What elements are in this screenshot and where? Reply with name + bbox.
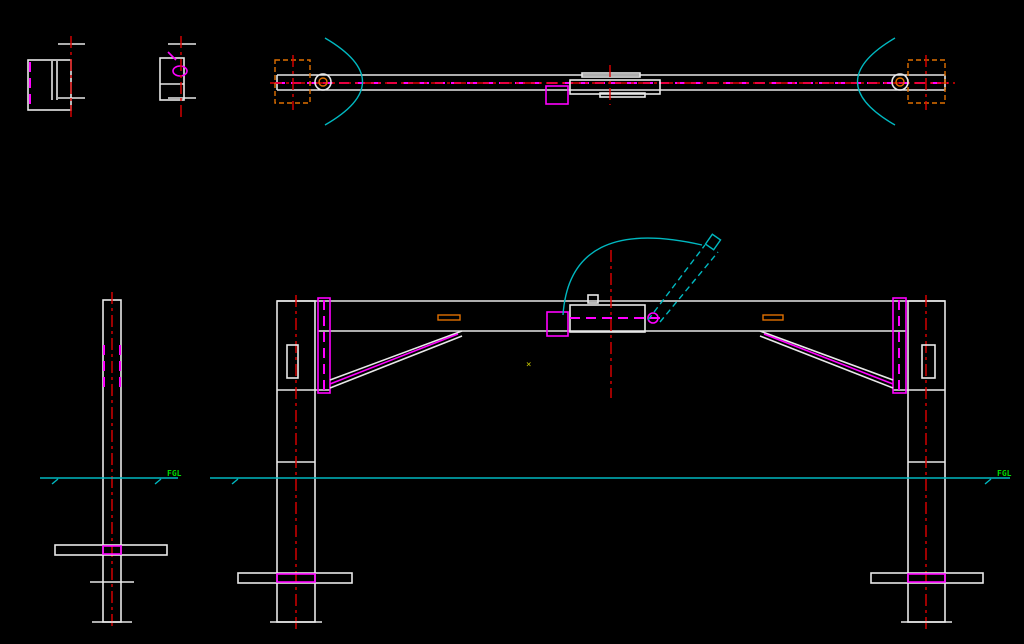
section-detail-a-line bbox=[27, 59, 72, 111]
plan-view-line bbox=[318, 77, 328, 87]
ground-line-line bbox=[51, 478, 59, 485]
section-detail-b-line bbox=[172, 65, 188, 77]
section-detail-b bbox=[159, 36, 196, 120]
ground-line-line bbox=[231, 478, 239, 485]
foundation-plates-line bbox=[237, 572, 353, 584]
section-detail-b-line bbox=[159, 57, 185, 101]
plan-view-line bbox=[581, 72, 641, 78]
side-view bbox=[54, 292, 168, 630]
side-view-line bbox=[102, 545, 122, 555]
gate-frame-elevation-line bbox=[763, 333, 894, 385]
gate-frame-elevation-line bbox=[659, 251, 719, 323]
plan-view-line bbox=[891, 73, 909, 91]
plan-view-line bbox=[545, 85, 569, 105]
gate-frame-elevation-line bbox=[329, 335, 463, 389]
gate-frame-elevation: × bbox=[276, 233, 946, 630]
plan-view-line bbox=[324, 37, 363, 126]
foundation-plates-line bbox=[276, 573, 316, 583]
gate-frame-elevation-line bbox=[286, 344, 299, 379]
gate-frame-elevation-line bbox=[562, 237, 703, 316]
plan-view-line bbox=[599, 92, 646, 98]
side-view-line bbox=[54, 544, 168, 556]
gate-frame-elevation-line bbox=[329, 330, 463, 381]
gate-frame-elevation-line bbox=[704, 233, 722, 251]
gate-frame-elevation-line bbox=[317, 297, 331, 394]
gate-frame-elevation-line bbox=[759, 335, 894, 389]
gate-frame-elevation-line bbox=[921, 344, 936, 379]
origin-marker: × bbox=[526, 360, 531, 370]
ground-line-line bbox=[154, 478, 162, 485]
foundation-plates-line bbox=[907, 573, 946, 583]
section-detail-a bbox=[27, 36, 85, 120]
gate-frame-elevation-line bbox=[437, 314, 461, 321]
plan-view-line bbox=[857, 37, 896, 126]
gate-frame-elevation-line bbox=[329, 333, 459, 385]
gate-frame-elevation-line bbox=[762, 314, 784, 321]
plan-view-line bbox=[895, 77, 905, 87]
foundation-plates bbox=[92, 572, 984, 623]
foundation-plates-line bbox=[870, 572, 984, 584]
section-detail-b-line bbox=[167, 51, 177, 61]
ground-line-line bbox=[984, 478, 992, 485]
gate-frame-elevation-line bbox=[647, 312, 659, 324]
gate-frame-elevation-line bbox=[759, 330, 894, 381]
ground-line: FGL FGL bbox=[40, 469, 1012, 485]
plan-view bbox=[270, 37, 955, 126]
plan-view-line bbox=[569, 79, 661, 95]
gate-frame-elevation-line bbox=[587, 294, 599, 304]
gate-frame-elevation-line bbox=[892, 297, 907, 394]
gate-frame-elevation-line bbox=[546, 311, 569, 337]
gate-frame-elevation-line bbox=[647, 244, 706, 321]
ground-level-label-right: FGL bbox=[997, 469, 1012, 478]
plan-view-line bbox=[314, 73, 332, 91]
ground-level-label-left: FGL bbox=[167, 469, 182, 478]
